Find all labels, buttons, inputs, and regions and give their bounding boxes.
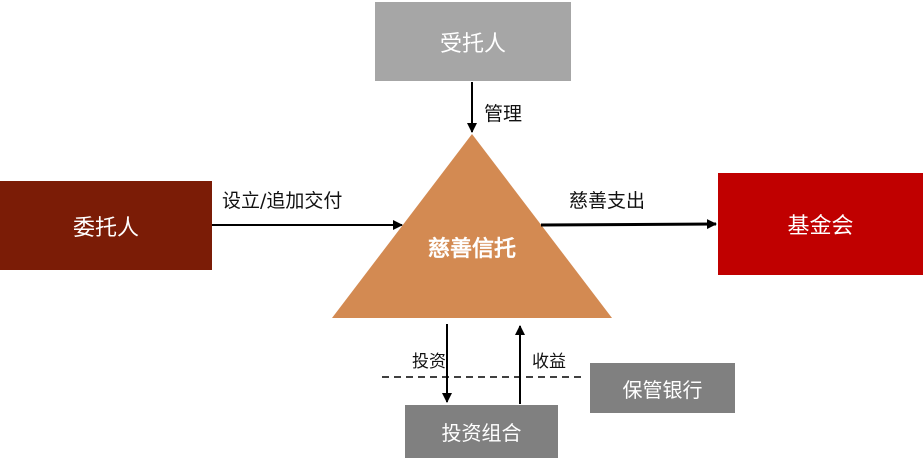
settlor-label: 委托人 (72, 215, 139, 241)
charity-spending-label: 慈善支出 (569, 190, 646, 212)
foundation-label: 基金会 (787, 214, 854, 239)
invest-label: 投资 (412, 352, 446, 372)
establish-deliver-label: 设立/追加交付 (222, 190, 343, 212)
portfolio-label: 投资组合 (441, 421, 522, 445)
portfolio-box: 投资组合 (405, 405, 558, 458)
manage-label: 管理 (484, 103, 523, 125)
trust-label: 慈善信托 (427, 237, 516, 262)
trust-label-box: 慈善信托 (402, 229, 542, 265)
charity-spending-arrow (540, 219, 717, 230)
settlor-box: 委托人 (0, 181, 212, 270)
custodian-bank-box: 保管银行 (590, 363, 735, 413)
custodian-bank-label: 保管银行 (622, 377, 703, 402)
trustee-label: 受托人 (439, 31, 506, 57)
trust-triangle (332, 134, 612, 318)
foundation-box: 基金会 (718, 173, 923, 275)
returns-label: 收益 (532, 352, 566, 372)
trustee-box: 受托人 (375, 2, 571, 81)
